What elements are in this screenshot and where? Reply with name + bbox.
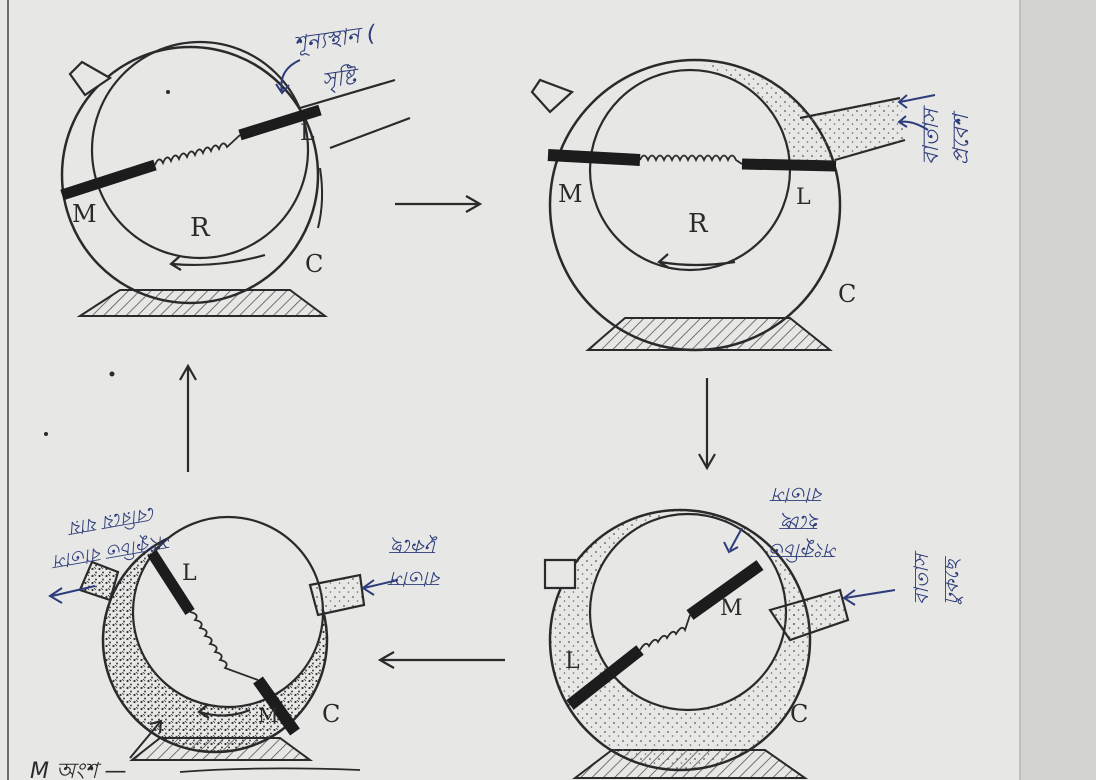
panel-2-label-l: L — [796, 185, 811, 210]
panel-3-annotation-line-1: সংকুচিত — [767, 538, 838, 563]
panel-3-label-l: L — [565, 649, 580, 674]
panel-4-inlet-line-2: ঢুকছে — [389, 534, 438, 559]
stray-dot-2 — [44, 432, 48, 436]
panel-4-footer-text: M অংশ — — [30, 759, 127, 780]
panel-4-inlet-line-1: বাতাস — [387, 567, 442, 591]
panel-1-label-c: C — [305, 250, 323, 278]
panel-4-label-m: M — [258, 703, 278, 727]
panel-2-vane-left — [548, 155, 640, 160]
panel-3-label-m: M — [720, 596, 743, 621]
stray-dot-3 — [166, 90, 170, 94]
panel-3-label-c: C — [790, 700, 808, 728]
panel-2-vane-right — [742, 164, 836, 166]
panel-3-outlet-nozzle — [545, 560, 575, 588]
panel-2-label-c: C — [838, 280, 856, 308]
panel-4-label-l: L — [182, 561, 197, 586]
panel-2-annotation-line-1: বাতাস — [919, 104, 944, 165]
panel-1-label-l: L — [300, 121, 315, 146]
panel-4-label-c: C — [322, 700, 340, 728]
paper-right-shadow — [1020, 0, 1096, 780]
panel-1-label-m: M — [72, 200, 97, 228]
panel-3-inlet-line-2: ঢুকছে — [939, 556, 964, 605]
panel-2-label-m: M — [558, 180, 583, 208]
panel-3-inlet-line-1: বাতাস — [909, 550, 933, 605]
panel-2-annotation-line-2: প্রবেশ — [949, 110, 974, 165]
panel-3-annotation-line-3: বাতাস — [769, 483, 824, 507]
panel-1-label-r: R — [190, 213, 211, 243]
stray-dot-1 — [110, 372, 115, 377]
panel-3-annotation-line-2: হচ্ছে — [778, 511, 820, 535]
panel-2-base — [588, 318, 830, 350]
panel-2-label-r: R — [688, 209, 709, 239]
